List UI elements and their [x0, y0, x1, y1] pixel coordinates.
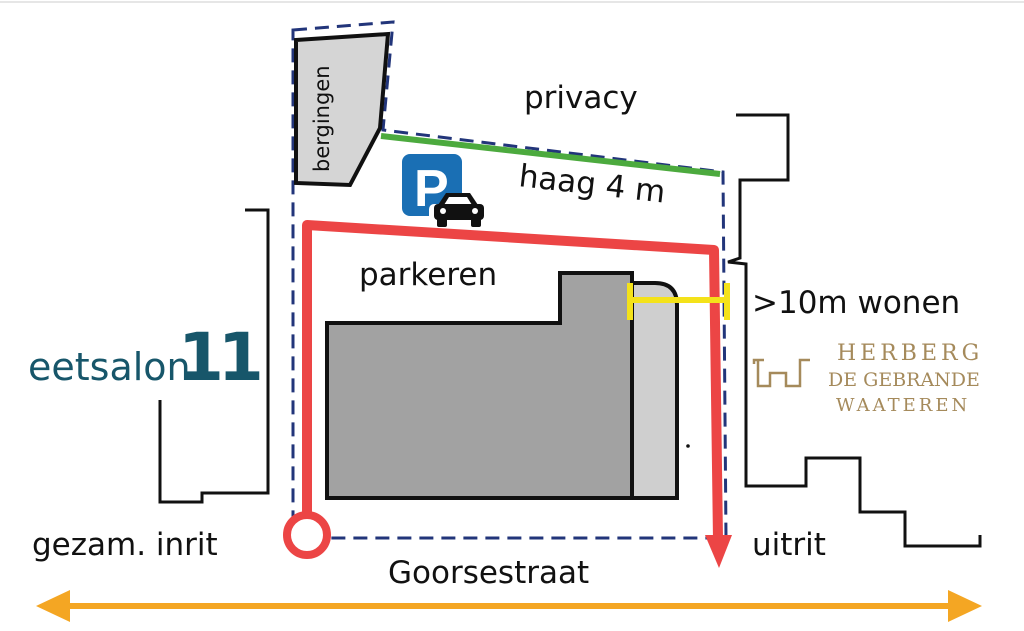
parkeren-label: parkeren	[359, 257, 497, 293]
street-name: Goorsestraat	[388, 555, 589, 591]
neighbour-outline-right	[727, 113, 982, 548]
distance-marker	[627, 283, 730, 320]
entrance-marker	[283, 511, 331, 559]
storage-shed	[294, 31, 391, 188]
herberg-emblem-icon	[756, 358, 810, 388]
eetsalon-logo-number: 11	[178, 319, 260, 396]
street-arrow	[36, 590, 982, 622]
herberg-line-1: HERBERG	[837, 341, 983, 366]
herberg-logo: HERBERG DE GEBRANDE WAATEREN	[752, 341, 983, 416]
building-annex	[628, 281, 679, 500]
wonen-label: >10m wonen	[752, 285, 960, 321]
exit-arrowhead	[705, 535, 732, 568]
uitrit-label: uitrit	[752, 527, 826, 563]
herberg-line-3: WAATEREN	[836, 395, 970, 416]
bergingen-label: bergingen	[310, 65, 334, 172]
small-dot	[686, 444, 690, 448]
neighbour-outline-left	[158, 208, 270, 504]
eetsalon-logo-text: eetsalon	[28, 345, 191, 389]
eetsalon-logo: eetsalon 11	[28, 319, 266, 396]
car-icon	[429, 193, 486, 228]
main-building	[325, 271, 634, 500]
privacy-label: privacy	[524, 80, 638, 116]
herberg-line-2: DE GEBRANDE	[828, 369, 980, 391]
traffic-route	[302, 220, 723, 541]
hedge-line	[380, 133, 721, 177]
inrit-label: gezam. inrit	[32, 527, 218, 563]
